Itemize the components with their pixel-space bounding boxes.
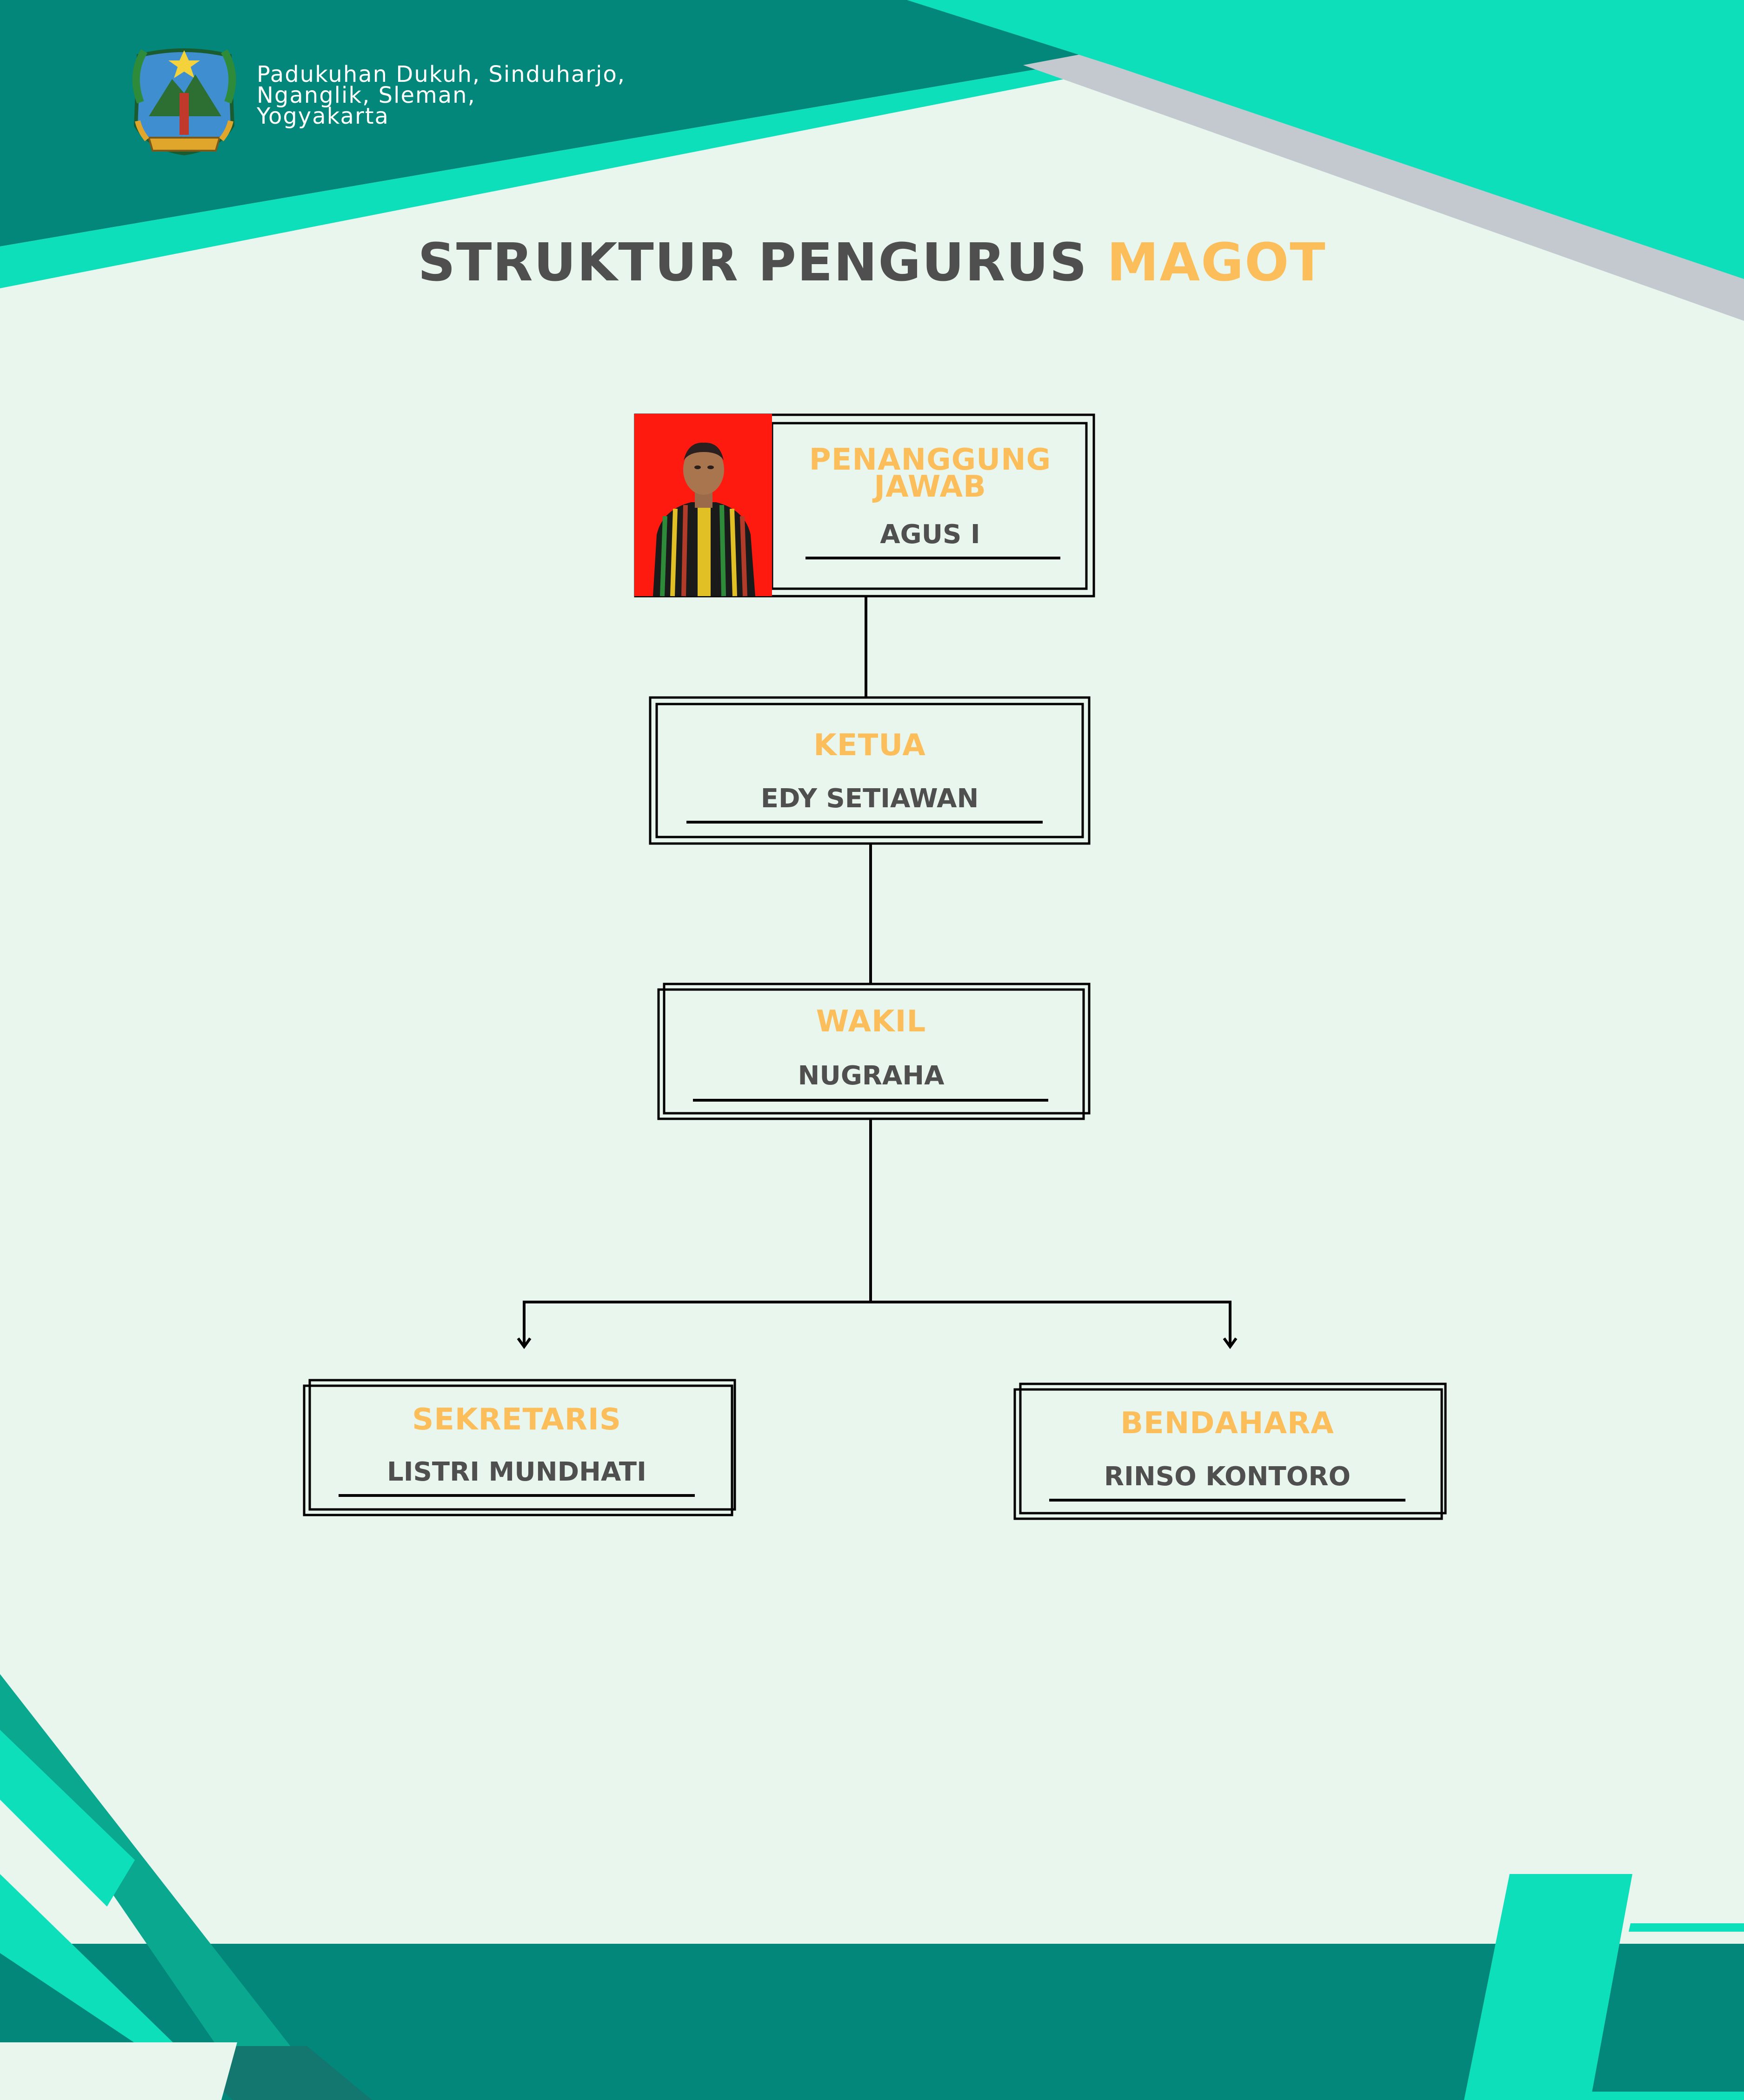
footer-left-stripe-1 <box>0 1674 298 2055</box>
node-frames <box>303 413 1447 1520</box>
sekretaris-role: SEKRETARIS <box>412 1402 621 1437</box>
header-stripe-bright <box>0 60 1088 288</box>
title-accent: MAGOT <box>1107 233 1326 293</box>
footer-left-stripe-3 <box>0 1874 177 2046</box>
arrowhead-bendahara <box>1223 1337 1238 1349</box>
ketua-name: EDY SETIAWAN <box>760 784 979 814</box>
wakil-role: WAKIL <box>816 1004 926 1039</box>
bendahara-name: RINSO KONTORO <box>1104 1462 1351 1492</box>
sekretaris-name: LISTRI MUNDHATI <box>387 1457 646 1487</box>
header-stripe-gray <box>1023 51 1744 321</box>
connectors <box>523 597 1231 1345</box>
wakil-frame-outer <box>657 988 1085 1120</box>
footer-left-light <box>0 2042 237 2100</box>
name-underlines <box>339 557 1405 1502</box>
bendahara-frame-inner <box>1019 1382 1447 1515</box>
penanggung-role: PENANGGUNG JAWAB <box>809 443 1052 504</box>
sleman-regency-emblem-icon <box>132 48 236 156</box>
sekretaris-frame-outer <box>303 1384 733 1516</box>
header-address: Padukuhan Dukuh, Sinduharjo, Nganglik, S… <box>257 61 675 129</box>
header-banner-dark <box>0 0 1088 246</box>
footer-bottom-edge <box>1591 2092 1744 2100</box>
footer-left-stripe-2 <box>0 1730 135 1907</box>
title-main: STRUKTUR PENGURUS <box>418 233 1107 293</box>
ketua-role: KETUA <box>813 728 926 763</box>
wakil-frame-inner <box>663 983 1091 1115</box>
footer-right-bar <box>1464 1874 1632 2100</box>
sekretaris-frame-inner <box>308 1379 736 1511</box>
bendahara-frame-outer <box>1013 1388 1443 1520</box>
address-line-2: Nganglik, Sleman, <box>257 82 476 108</box>
ketua-frame-inner <box>655 703 1084 838</box>
page-title: STRUKTUR PENGURUS MAGOT <box>0 233 1744 293</box>
arrowhead-sekretaris <box>517 1337 532 1349</box>
wakil-name: NUGRAHA <box>798 1061 945 1091</box>
address-line-3: Yogyakarta <box>257 103 389 129</box>
ketua-frame-outer <box>649 696 1091 845</box>
bendahara-role: BENDAHARA <box>1120 1406 1334 1441</box>
header-corner-bright <box>907 0 1744 279</box>
penanggung-name: AGUS I <box>880 519 980 550</box>
penanggung-photo <box>634 414 772 597</box>
footer-right-line <box>1629 1923 1744 1932</box>
address-line-1: Padukuhan Dukuh, Sinduharjo, <box>257 61 626 87</box>
